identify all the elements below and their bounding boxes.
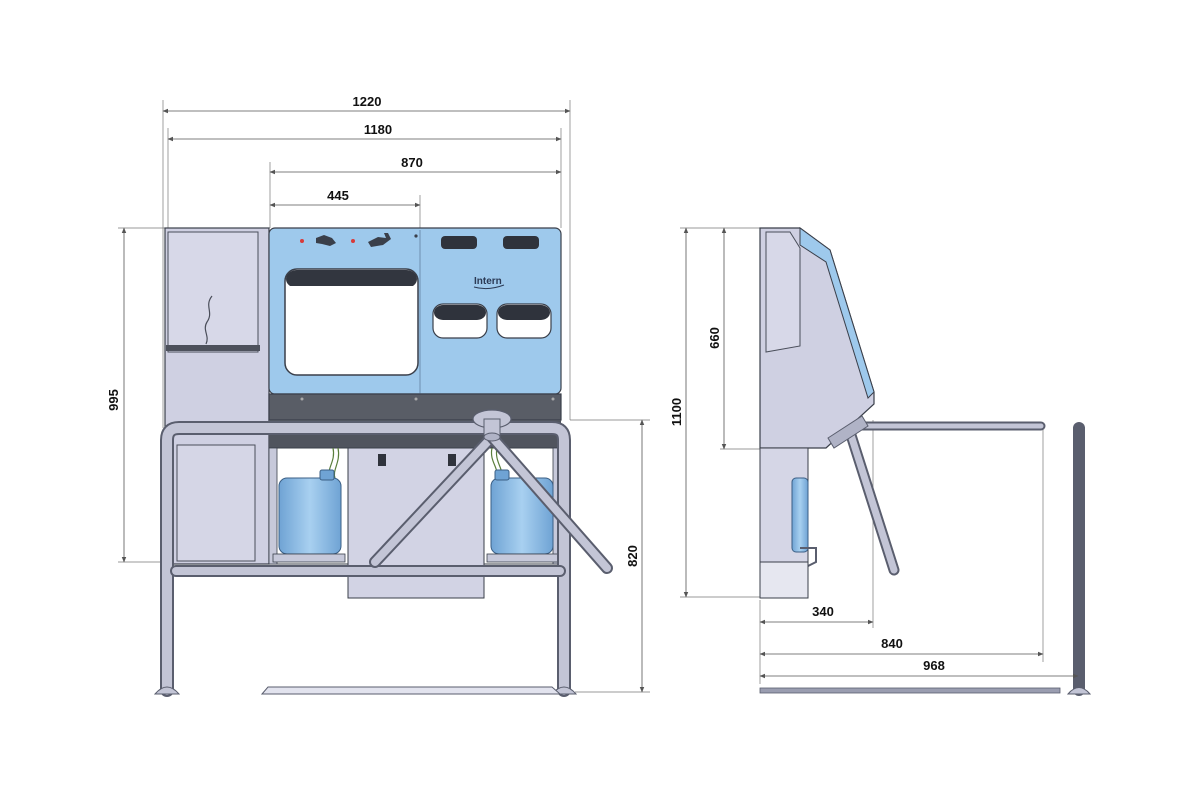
front-dimensions: 1220 1180 870 445 995 820 [106, 94, 645, 693]
basin-opening [284, 268, 419, 376]
side-blue-face [799, 227, 875, 399]
sanitizer-icon [368, 233, 391, 247]
dim-basin-width: 445 [327, 188, 349, 203]
side-dimensions: 1100 660 340 840 968 [669, 227, 1079, 679]
dim-overall-height: 995 [106, 389, 121, 411]
front-view: Intern [106, 94, 650, 697]
side-turnstile [827, 415, 1092, 696]
canister-left [278, 447, 342, 555]
soap-window [441, 236, 477, 249]
dim-overall-width: 1220 [353, 94, 382, 109]
hand-wash-icon [316, 235, 336, 246]
canister-tray-right [486, 553, 560, 563]
dim-sink-width: 870 [401, 155, 423, 170]
lower-cabinet-door [176, 444, 256, 562]
side-view: 1100 660 340 840 968 [669, 227, 1092, 696]
floor-plate [260, 686, 562, 695]
dim-bar-reach: 840 [881, 636, 903, 651]
dim-turnstile-height: 820 [625, 545, 640, 567]
dim-body-width: 1180 [364, 122, 392, 137]
towel-symbol [204, 295, 213, 345]
turnstile-tubes [160, 409, 613, 697]
side-extension-lines [680, 227, 1079, 690]
basin-top-shadow [286, 270, 417, 288]
soap-window [503, 236, 539, 249]
indicator-led [351, 239, 355, 243]
towel-slot [166, 345, 260, 351]
brand-logo: Intern [474, 276, 502, 287]
dim-overall-depth: 968 [923, 658, 945, 673]
dim-panel-height: 660 [707, 327, 722, 349]
indicator-led [300, 239, 304, 243]
canister-tray-left [272, 553, 346, 563]
towel-dispenser [167, 231, 259, 353]
dim-side-height: 1100 [669, 398, 684, 426]
front-extension-lines [118, 100, 650, 693]
dim-arm-reach: 340 [812, 604, 834, 619]
side-floor-plate [759, 687, 1061, 694]
